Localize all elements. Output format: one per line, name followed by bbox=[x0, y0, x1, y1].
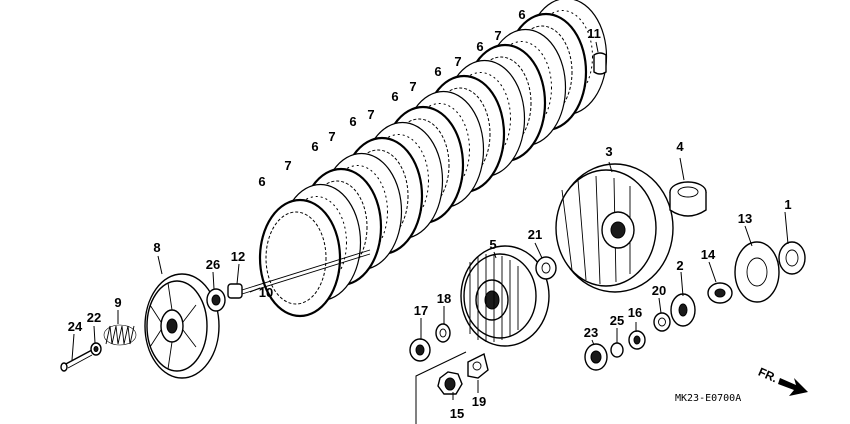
part-label-14: 14 bbox=[701, 247, 716, 262]
part-label-2: 2 bbox=[676, 258, 683, 273]
part-labels: 1 2 3 4 5 6 6 6 6 6 6 6 7 7 7 7 7 7 8 9 … bbox=[68, 7, 792, 421]
clutch-outer bbox=[555, 163, 674, 293]
part-label-3: 3 bbox=[605, 144, 612, 159]
part-label-6: 6 bbox=[476, 39, 483, 54]
part-label-7: 7 bbox=[494, 28, 501, 43]
drawing-code: MK23-E0700A bbox=[675, 393, 741, 404]
part-label-6: 6 bbox=[434, 64, 441, 79]
part-label-7: 7 bbox=[284, 158, 291, 173]
part-label-4: 4 bbox=[676, 139, 684, 154]
part-label-10: 10 bbox=[259, 285, 273, 300]
part-label-23: 23 bbox=[584, 325, 598, 340]
part-label-16: 16 bbox=[628, 305, 642, 320]
part-label-7: 7 bbox=[367, 107, 374, 122]
part-label-9: 9 bbox=[114, 295, 121, 310]
part-label-6: 6 bbox=[518, 7, 525, 22]
right-side-parts bbox=[409, 52, 806, 395]
friction-disc bbox=[258, 198, 342, 318]
clutch-plate-stack bbox=[258, 0, 608, 318]
part-label-26: 26 bbox=[206, 257, 220, 272]
sheet-bracket bbox=[415, 351, 467, 424]
spring-and-bolt-group bbox=[60, 249, 371, 372]
front-label: FR. bbox=[756, 365, 779, 386]
part-label-22: 22 bbox=[87, 310, 101, 325]
part-label-25: 25 bbox=[610, 313, 624, 328]
part-label-6: 6 bbox=[258, 174, 265, 189]
leader-lines bbox=[71, 41, 789, 400]
part-label-6: 6 bbox=[391, 89, 398, 104]
part-label-21: 21 bbox=[528, 227, 542, 242]
part-label-18: 18 bbox=[437, 291, 451, 306]
part-label-20: 20 bbox=[652, 283, 666, 298]
part-label-13: 13 bbox=[738, 211, 752, 226]
part-label-11: 11 bbox=[587, 26, 601, 41]
part-label-24: 24 bbox=[68, 319, 83, 334]
part-label-7: 7 bbox=[409, 79, 416, 94]
front-direction-marker: FR. bbox=[756, 365, 808, 396]
part-label-12: 12 bbox=[231, 249, 245, 264]
part-label-6: 6 bbox=[311, 139, 318, 154]
part-label-17: 17 bbox=[414, 303, 428, 318]
clutch-center bbox=[460, 245, 550, 347]
part-label-15: 15 bbox=[450, 406, 464, 421]
front-arrow-icon bbox=[778, 378, 808, 396]
part-label-7: 7 bbox=[454, 54, 461, 69]
part-label-5: 5 bbox=[489, 237, 496, 252]
part-label-8: 8 bbox=[153, 240, 160, 255]
pressure-plate bbox=[144, 273, 220, 379]
part-label-6: 6 bbox=[349, 114, 356, 129]
part-label-1: 1 bbox=[784, 197, 791, 212]
part-label-7: 7 bbox=[328, 129, 335, 144]
part-label-19: 19 bbox=[472, 394, 486, 409]
